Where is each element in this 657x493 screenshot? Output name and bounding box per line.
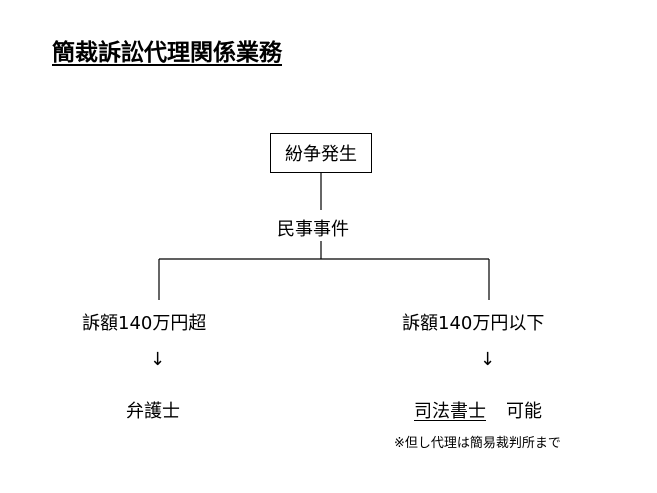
right-result: 司法書士可能	[414, 397, 542, 423]
summary-court-note: ※但し代理は簡易裁判所まで	[394, 436, 561, 451]
dispute-label: 紛争発生	[285, 144, 357, 165]
page-title: 簡裁訴訟代理関係業務	[52, 40, 282, 66]
dispute-box: 紛争発生	[270, 133, 372, 173]
possible-label: 可能	[506, 401, 542, 422]
civil-case-label: 民事事件	[277, 219, 349, 240]
left-condition-label: 訴額140万円超	[82, 313, 207, 334]
left-down-arrow: ↓	[150, 349, 166, 370]
lawyer-label: 弁護士	[126, 401, 180, 422]
right-condition-label: 訴額140万円以下	[402, 313, 545, 334]
right-down-arrow: ↓	[480, 349, 496, 370]
judicial-scrivener-label: 司法書士	[414, 401, 486, 422]
